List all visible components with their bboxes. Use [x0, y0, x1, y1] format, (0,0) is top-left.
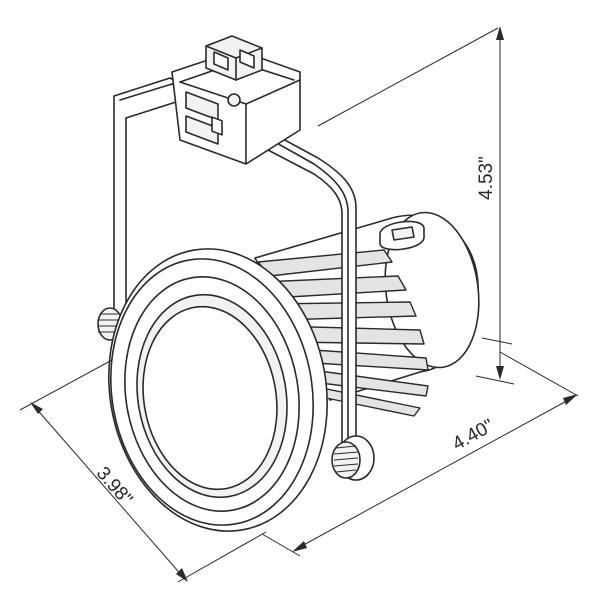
connector-icon: [205, 35, 263, 136]
height-label: 4.53": [476, 156, 497, 200]
right-knob-icon: [331, 435, 375, 481]
lens-housing: [97, 248, 375, 532]
length-dimension: [261, 351, 579, 557]
width-label: 3.98": [92, 463, 137, 510]
track-adapter: [171, 35, 301, 165]
rear-switch-icon: [379, 220, 425, 251]
length-label: 4.40": [449, 415, 497, 455]
yoke-bracket: [113, 77, 357, 463]
height-dimension: [317, 26, 515, 385]
width-dimension: [19, 359, 267, 583]
